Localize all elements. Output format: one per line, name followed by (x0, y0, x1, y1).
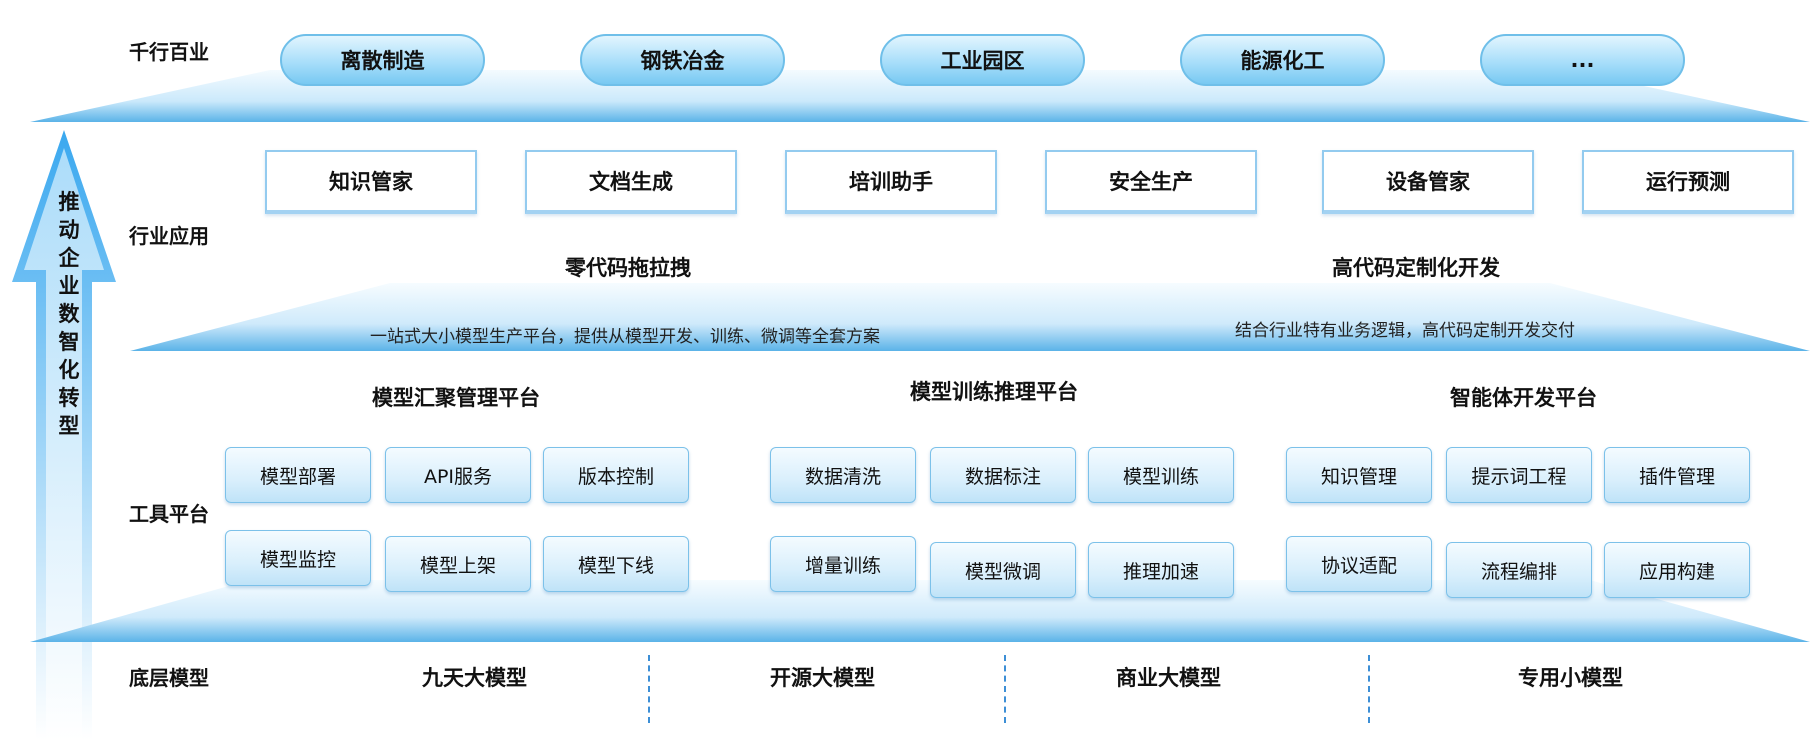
industry-pill-steel: 钢铁冶金 (580, 34, 785, 86)
model-jiutian: 九天大模型 (422, 666, 527, 690)
zero-code-title: 零代码拖拉拽 (565, 256, 691, 280)
app-operation-forecast: 运行预测 (1582, 150, 1794, 214)
app-knowledge-steward: 知识管家 (265, 150, 477, 214)
row-label-industries: 千行百业 (129, 40, 209, 64)
industry-pill-more: ... (1480, 34, 1685, 86)
tool-model-deployment: 模型部署 (225, 447, 371, 503)
industry-pill-discrete-manufacturing: 离散制造 (280, 34, 485, 86)
tool-plugin-management: 插件管理 (1604, 447, 1750, 503)
industry-pill-industrial-park: 工业园区 (880, 34, 1085, 86)
app-equipment-steward: 设备管家 (1322, 150, 1534, 214)
zero-code-description: 一站式大小模型生产平台，提供从模型开发、训练、微调等全套方案 (370, 327, 880, 347)
platform-title-model-management: 模型汇聚管理平台 (372, 386, 540, 410)
applications-band (130, 283, 1810, 351)
up-arrow-icon (12, 130, 116, 740)
model-divider (1368, 655, 1370, 723)
tool-api-service: API服务 (385, 447, 531, 503)
tools-band (30, 580, 1810, 642)
tool-application-building: 应用构建 (1604, 542, 1750, 598)
row-label-tools: 工具平台 (129, 502, 209, 526)
tool-data-annotation: 数据标注 (930, 447, 1076, 503)
tool-model-monitoring: 模型监控 (225, 530, 371, 586)
platform-title-training-inference: 模型训练推理平台 (910, 380, 1078, 404)
tool-incremental-training: 增量训练 (770, 536, 916, 592)
tool-version-control: 版本控制 (543, 447, 689, 503)
platform-title-agent-development: 智能体开发平台 (1450, 386, 1597, 410)
row-label-applications: 行业应用 (129, 224, 209, 248)
tool-model-training: 模型训练 (1088, 447, 1234, 503)
app-training-assistant: 培训助手 (785, 150, 997, 214)
tool-model-listing: 模型上架 (385, 536, 531, 592)
tool-inference-acceleration: 推理加速 (1088, 542, 1234, 598)
app-document-generation: 文档生成 (525, 150, 737, 214)
high-code-title: 高代码定制化开发 (1332, 256, 1500, 280)
tool-model-finetuning: 模型微调 (930, 542, 1076, 598)
model-divider (1004, 655, 1006, 723)
tool-data-cleaning: 数据清洗 (770, 447, 916, 503)
model-divider (648, 655, 650, 723)
model-open-source: 开源大模型 (770, 666, 875, 690)
arrow-caption: 推动企业数智化转型 (58, 190, 80, 438)
tool-model-delisting: 模型下线 (543, 536, 689, 592)
high-code-description: 结合行业特有业务逻辑，高代码定制开发交付 (1235, 321, 1575, 341)
row-label-base: 底层模型 (129, 666, 209, 690)
industry-pill-energy-chemical: 能源化工 (1180, 34, 1385, 86)
tool-protocol-adaptation: 协议适配 (1286, 536, 1432, 592)
tool-knowledge-management: 知识管理 (1286, 447, 1432, 503)
tool-workflow-orchestration: 流程编排 (1446, 542, 1592, 598)
app-safe-production: 安全生产 (1045, 150, 1257, 214)
model-specialized-small: 专用小模型 (1518, 666, 1623, 690)
model-commercial: 商业大模型 (1116, 666, 1221, 690)
tool-prompt-engineering: 提示词工程 (1446, 447, 1592, 503)
